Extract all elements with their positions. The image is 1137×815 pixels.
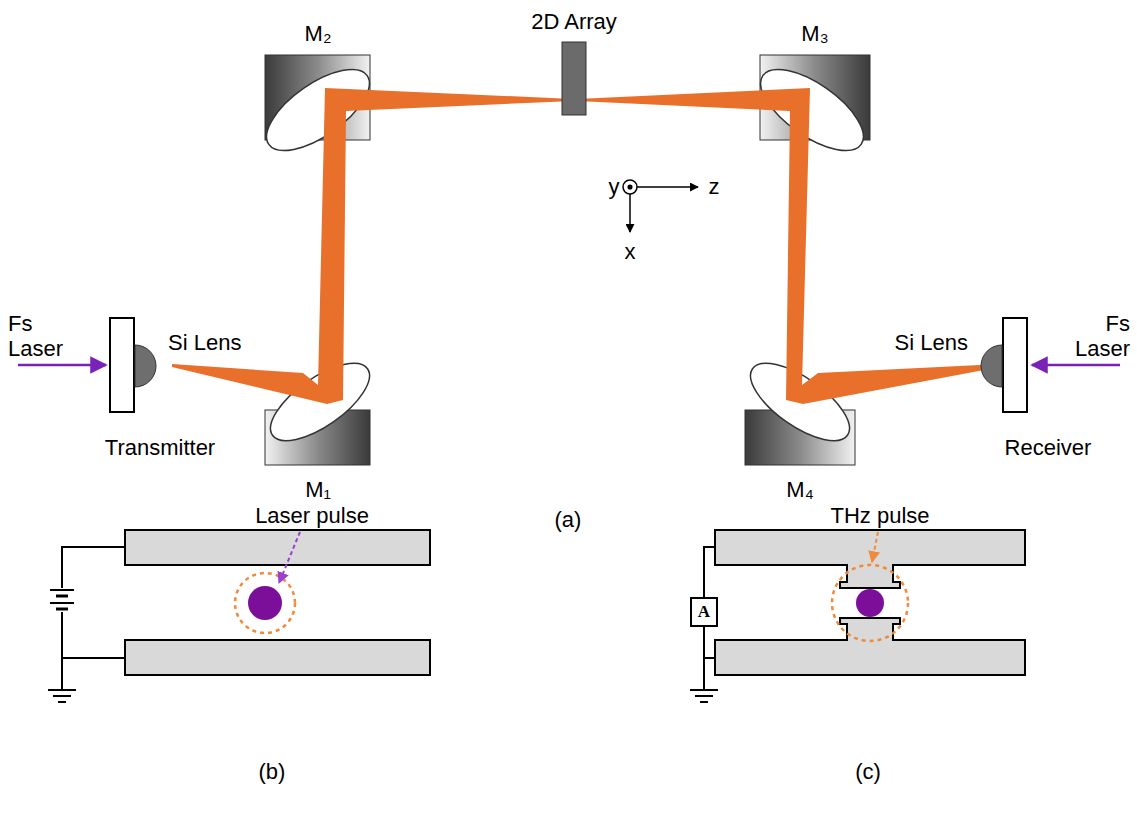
emitter-antenna (48, 530, 430, 702)
mirror-label: M₃ (801, 21, 828, 46)
panel-label: (c) (855, 759, 881, 784)
receiver-label: Receiver (1005, 435, 1092, 460)
transmitter-label: Transmitter (105, 435, 215, 460)
axis-label: x (625, 239, 636, 264)
thz-beam (577, 88, 1000, 404)
mirror-label: M₂ (305, 21, 332, 46)
lens-label: Si Lens (895, 330, 968, 355)
laser-label: Fs Laser (8, 311, 78, 362)
pulse-label: THz pulse (830, 503, 929, 528)
lens-label: Si Lens (168, 330, 241, 355)
panel-label: (a) (555, 507, 582, 532)
sample-array (562, 42, 586, 115)
thz-beam (172, 88, 573, 404)
panel-label: (b) (259, 759, 286, 784)
mirror-label: M₄ (786, 477, 813, 502)
pulse-label: Laser pulse (255, 503, 369, 528)
array-label: 2D Array (531, 9, 617, 34)
axis-label: y (609, 174, 620, 199)
ammeter-box: A (690, 597, 718, 627)
transmitter (18, 318, 156, 412)
mirror-label: M₁ (305, 477, 331, 502)
laser-label: Fs Laser (1060, 311, 1130, 362)
detector-antenna (690, 530, 1025, 702)
axes (623, 180, 698, 232)
receiver (981, 318, 1120, 412)
axis-label: z (709, 174, 720, 199)
mirror-m3 (748, 54, 876, 165)
node-text: A (698, 602, 710, 622)
